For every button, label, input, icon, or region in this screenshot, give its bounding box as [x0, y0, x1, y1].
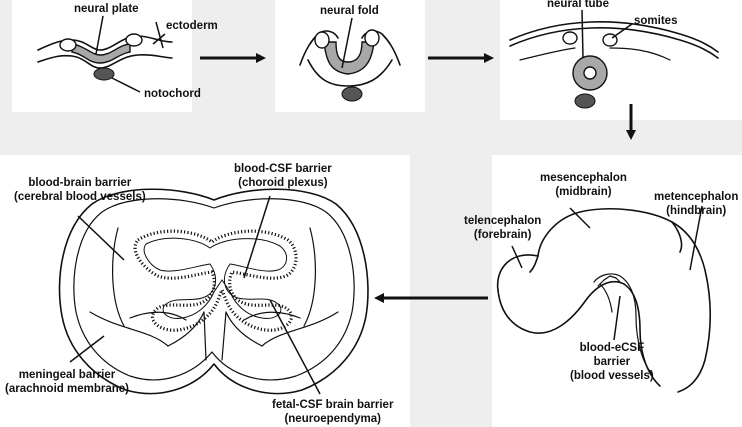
label-telencephalon-name: telencephalon	[464, 215, 542, 227]
label-neural-plate: neural plate	[74, 3, 139, 15]
label-meningeal-name: meningeal barrier	[18, 369, 116, 381]
label-mesencephalon: mesencephalon (midbrain)	[540, 171, 627, 199]
label-ectoderm: ectoderm	[166, 20, 218, 32]
label-notochord: notochord	[144, 88, 201, 100]
panel-coronal-section	[0, 155, 410, 427]
label-metencephalon-name: metencephalon	[654, 191, 739, 203]
label-fetal-csf-name: fetal-CSF brain barrier	[272, 399, 394, 411]
label-blood-brain-barrier: blood-brain barrier (cerebral blood vess…	[14, 176, 146, 204]
embryonic-brain-drawing	[496, 205, 712, 393]
label-somites: somites	[634, 15, 678, 27]
label-metencephalon-alias: (hindbrain)	[666, 205, 727, 217]
panel-neural-tube	[500, 0, 742, 120]
label-blood-ecsf-source: (blood vessels)	[570, 370, 654, 382]
neural-plate-drawing	[37, 15, 173, 93]
label-blood-ecsf-name: blood-eCSF	[579, 342, 645, 354]
label-fetal-csf-barrier: fetal-CSF brain barrier (neuroependyma)	[272, 398, 393, 426]
panel-embryonic-brain	[492, 155, 742, 427]
label-meningeal-barrier: meningeal barrier (arachnoid membrane)	[5, 368, 129, 396]
label-fetal-csf-source: (neuroependyma)	[284, 413, 381, 425]
label-blood-csf-barrier: blood-CSF barrier (choroid plexus)	[234, 162, 332, 190]
label-blood-brain-name: blood-brain barrier	[28, 177, 132, 189]
label-meningeal-source: (arachnoid membrane)	[5, 383, 129, 395]
label-blood-ecsf: blood-eCSF barrier (blood vessels)	[570, 341, 654, 383]
neural-fold-drawing	[299, 17, 401, 102]
coronal-section-drawing	[58, 188, 369, 395]
neural-tube-drawing	[509, 9, 719, 109]
label-blood-ecsf-type: barrier	[593, 356, 631, 368]
label-neural-tube: neural tube	[547, 0, 609, 10]
label-metencephalon: metencephalon (hindbrain)	[654, 190, 738, 218]
label-telencephalon-alias: (forebrain)	[473, 229, 532, 241]
label-telencephalon: telencephalon (forebrain)	[464, 214, 541, 242]
label-blood-brain-source: (cerebral blood vessels)	[14, 191, 146, 203]
label-blood-csf-source: (choroid plexus)	[238, 177, 328, 189]
label-blood-csf-name: blood-CSF barrier	[234, 163, 332, 175]
label-mesencephalon-alias: (midbrain)	[555, 186, 612, 198]
label-neural-fold: neural fold	[320, 5, 379, 17]
label-mesencephalon-name: mesencephalon	[540, 172, 627, 184]
